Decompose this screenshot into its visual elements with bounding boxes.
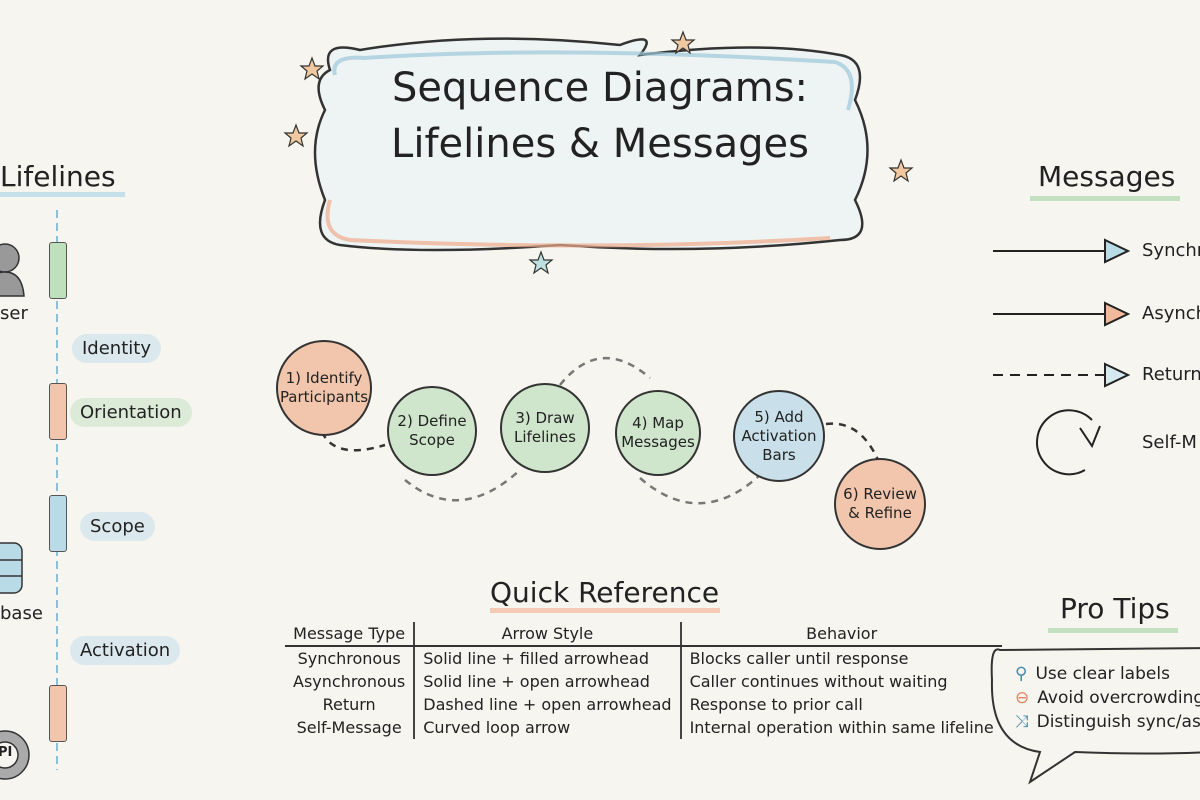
sync-arrow (993, 238, 1131, 264)
step-2: 2) Define Scope (387, 386, 477, 476)
user-icon (0, 243, 25, 297)
message-sync-label: Synchr (1142, 240, 1200, 261)
activation-bar (49, 242, 67, 299)
quick-reference-heading: Quick Reference (490, 576, 720, 609)
return-arrow (993, 362, 1131, 388)
star-icons (283, 30, 914, 275)
cell: Return (285, 693, 416, 716)
database-icon (0, 542, 23, 594)
quick-reference-table: Message Type Arrow Style Behavior Synchr… (285, 622, 1002, 739)
tag-scope: Scope (80, 512, 155, 541)
gear-icon (0, 730, 30, 780)
pro-tips-heading: Pro Tips (1060, 592, 1170, 625)
tip-text: Distinguish sync/as (1036, 712, 1200, 732)
step-4: 4) Map Messages (615, 390, 701, 476)
table-header-row: Message Type Arrow Style Behavior (285, 622, 1002, 647)
message-return-label: Return (1142, 364, 1200, 385)
tag-orientation: Orientation (70, 398, 192, 427)
title-frame (313, 37, 869, 252)
step-6: 6) Review & Refine (834, 458, 926, 550)
minus-circle-icon: ⊖ (1015, 688, 1030, 708)
tip-item: ⚲ Use clear labels (1015, 662, 1200, 686)
cell: Response to prior call (689, 695, 863, 714)
tip-item: ⤨ Distinguish sync/as (1015, 710, 1200, 734)
cell: Dashed line + open arrowhead (414, 693, 682, 716)
title-line-2: Lifelines & Messages (391, 121, 809, 167)
cell: Solid line + open arrowhead (414, 670, 682, 693)
message-self-label: Self-M (1142, 432, 1197, 453)
cell: Caller continues without waiting (689, 672, 948, 691)
pro-tips-list: ⚲ Use clear labels ⊖ Avoid overcrowding ⤨ D… (1015, 662, 1200, 734)
self-loop-icon (1036, 409, 1101, 476)
async-arrow (993, 301, 1131, 327)
tag-identity: Identity (72, 334, 161, 363)
participant-database-label: base (0, 603, 43, 624)
column-header: Behavior (680, 622, 1002, 647)
magnifier-icon: ⚲ (1015, 664, 1028, 684)
page-title: Sequence Diagrams: Lifelines & Messages (300, 60, 900, 172)
participant-api-label: PI (0, 745, 13, 760)
activation-bar (49, 685, 67, 742)
tip-text: Use clear labels (1035, 664, 1170, 684)
lifelines-heading: Lifelines (0, 160, 116, 193)
cell: Synchronous (285, 646, 416, 670)
column-header: Message Type (285, 622, 416, 647)
messages-heading: Messages (1038, 160, 1176, 193)
step-3: 3) Draw Lifelines (500, 383, 590, 473)
tip-text: Avoid overcrowding (1037, 688, 1200, 708)
column-header: Arrow Style (414, 622, 682, 647)
tip-item: ⊖ Avoid overcrowding (1015, 686, 1200, 710)
cell: Asynchronous (285, 670, 416, 693)
tag-activation: Activation (70, 636, 181, 665)
activation-bar (49, 495, 67, 552)
cell: Self-Message (285, 716, 416, 739)
crossed-arrows-icon: ⤨ (1015, 712, 1029, 732)
step-5: 5) Add Activation Bars (733, 390, 825, 482)
cell: Internal operation within same lifeline (689, 718, 994, 737)
participant-user-label: ser (0, 303, 28, 324)
step-1: 1) Identify Participants (276, 340, 372, 436)
message-async-label: Asynch (1142, 303, 1200, 324)
title-line-1: Sequence Diagrams: (391, 65, 809, 111)
tips-bubble (990, 647, 1200, 785)
cell: Solid line + filled arrowhead (414, 646, 682, 670)
activation-bar (49, 383, 67, 440)
cell: Curved loop arrow (414, 716, 682, 739)
cell: Blocks caller until response (689, 649, 909, 668)
